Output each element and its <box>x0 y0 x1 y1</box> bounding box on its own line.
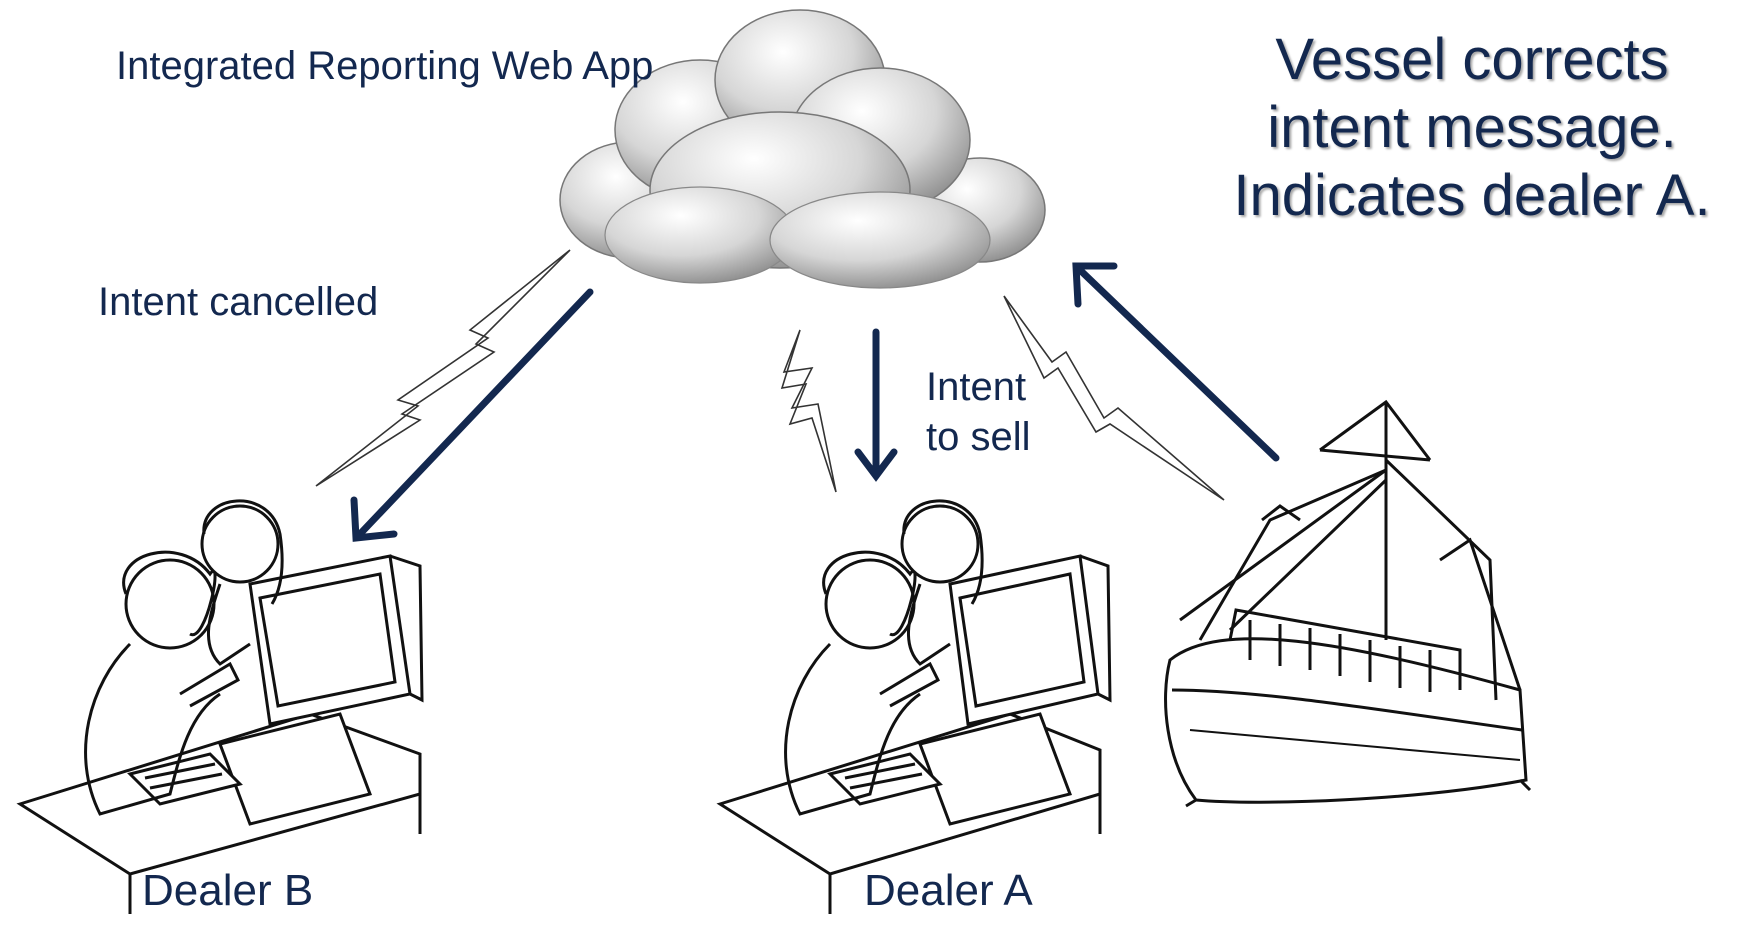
arrow-cloud-to-dealer-b <box>356 288 594 538</box>
arrow-head <box>350 496 398 542</box>
dealer-b-label: Dealer B <box>142 866 314 915</box>
arrow-vessel-to-cloud <box>1076 266 1280 462</box>
cloud-label: Integrated Reporting Web App <box>116 44 654 88</box>
fishing-boat-icon <box>1164 399 1532 808</box>
arrow-head <box>854 448 898 482</box>
arrow-head <box>1072 262 1118 308</box>
message-line: Intent <box>926 365 1027 409</box>
lightning-bolt-icon <box>1003 295 1225 501</box>
message-line: to sell <box>926 415 1031 459</box>
vessel-callout-text: Vessel corrects intent message. Indicate… <box>1233 27 1711 228</box>
lightning-bolt-icon <box>780 329 837 493</box>
message-intent-to-sell: Intent to sell <box>926 362 1031 462</box>
office-workers-computer-icon <box>716 499 1112 914</box>
office-workers-computer-icon <box>16 499 424 914</box>
message-intent-cancelled: Intent cancelled <box>98 280 379 324</box>
cloud-icon <box>559 9 1046 289</box>
dealer-a-label: Dealer A <box>864 866 1033 915</box>
lightning-bolt-icon <box>315 249 571 487</box>
